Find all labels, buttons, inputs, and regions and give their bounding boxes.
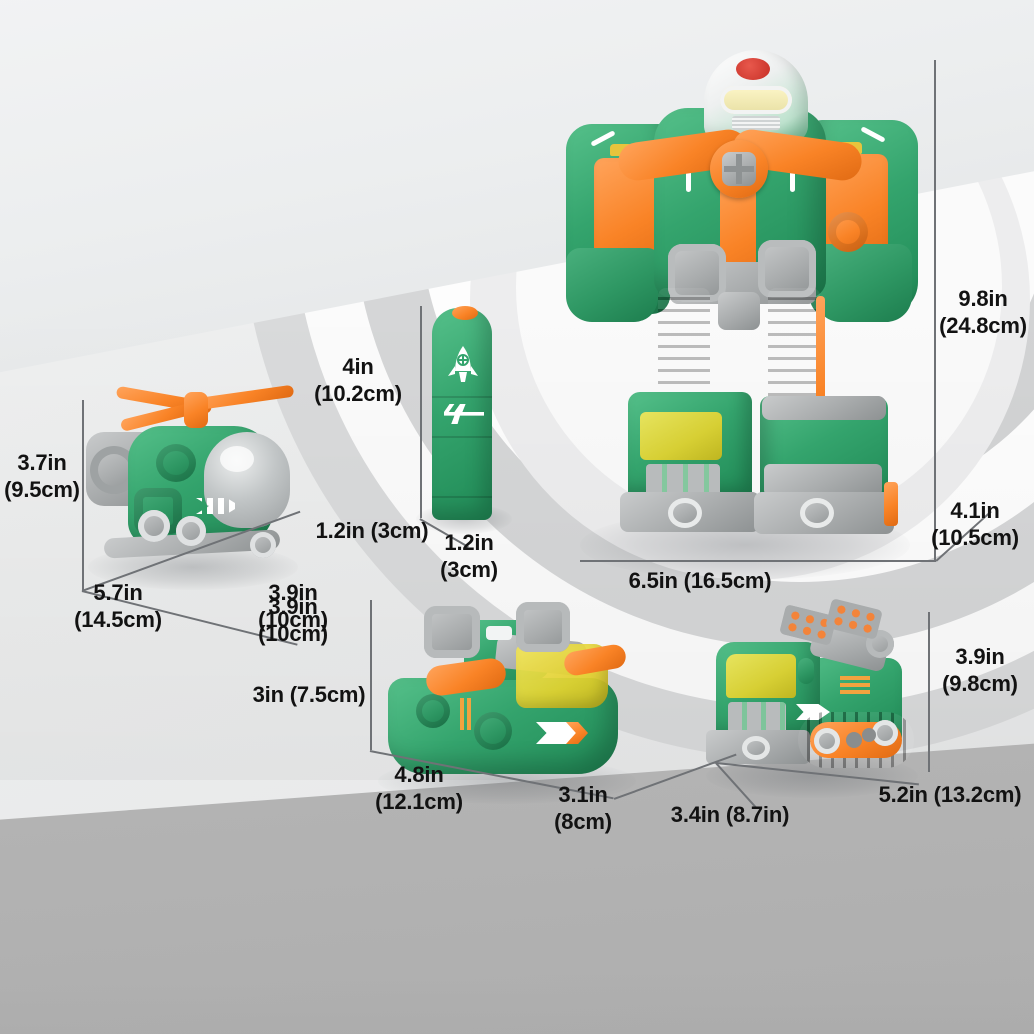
- robot-visor: [720, 86, 792, 114]
- bulldozer-track-hole-a: [846, 732, 862, 748]
- helicopter-wheel-front: [138, 510, 170, 542]
- robot-foot-left-screw: [668, 498, 702, 528]
- robot-right-nozzle: [828, 212, 868, 252]
- helicopter-wheel-rear: [176, 516, 206, 546]
- boat-hull-porthole-left: [416, 694, 450, 728]
- bulldozer-width-label: 3.4in (8.7in): [670, 802, 790, 827]
- robot-hip-joint-left: [668, 244, 726, 302]
- robot-hip-joint-right: [758, 240, 816, 298]
- bulldozer-track-wheel-rear: [872, 720, 898, 746]
- product-helicopter: [80, 384, 300, 590]
- helicopter-height-label: 3.7in (9.5cm): [4, 450, 80, 502]
- boat-upper-height-label: 3.9in (10cm): [258, 594, 328, 646]
- robot-crotch-screw: [718, 292, 760, 330]
- product-rocket-capsule: [416, 300, 512, 534]
- robot-foot-right-accent: [884, 482, 898, 526]
- robot-foot-left-window: [640, 412, 722, 460]
- boat-length-label: 4.8in (12.1cm): [375, 762, 463, 814]
- boat-fan-left: [424, 606, 480, 658]
- robot-propeller-screw-slot-h: [724, 166, 754, 172]
- bulldozer-height-label: 3.9in (9.8cm): [942, 644, 1018, 696]
- helicopter-length-label: 5.7in (14.5cm): [74, 580, 162, 632]
- robot-torso-stripe-right: [790, 162, 795, 192]
- boat-depth-label: 3.1in (8cm): [554, 782, 612, 834]
- helicopter-depth-label: 3.9in (10cm): [258, 580, 328, 632]
- robot-leg-right-accent: [816, 296, 825, 472]
- boat-als-decal-arrow: [566, 722, 588, 744]
- boat-hull-porthole-right: [474, 712, 512, 750]
- robot-height-line: [934, 60, 936, 560]
- robot-foot-right-skirt: [764, 464, 882, 496]
- rocket-height-label: 4in (10.2cm): [314, 354, 402, 406]
- helicopter-chevron-decal: [196, 498, 240, 514]
- rocket-capsule-seam-bottom: [432, 496, 492, 498]
- robot-height-label: 9.8in (24.8cm): [939, 286, 1027, 338]
- robot-torso-stripe-left: [686, 162, 691, 192]
- boat-windshield-patch: [486, 626, 512, 640]
- bulldozer-bumper-screw: [742, 736, 770, 760]
- background-floor-gradient: [0, 974, 1034, 1034]
- boat-lower-height-label: 3in (7.5cm): [252, 682, 366, 707]
- boat-fan-right: [516, 602, 570, 652]
- bulldozer-windshield: [726, 654, 796, 698]
- bulldozer-number-decal: [840, 676, 870, 694]
- rocket-capsule-seam-lower: [432, 436, 492, 438]
- robot-foot-right-screw: [800, 498, 834, 528]
- bulldozer-length-label: 5.2in (13.2cm): [878, 782, 1022, 807]
- bulldozer-als-decal: [796, 704, 830, 720]
- robot-depth-label: 4.1in (10.5cm): [931, 498, 1019, 550]
- bulldozer-side-mirror: [798, 658, 814, 684]
- helicopter-wheel-tail: [250, 532, 276, 558]
- product-robot: [560, 40, 920, 580]
- rocket-depth-label: 1.2in (3cm): [440, 530, 498, 582]
- bulldozer-track-wheel-front: [814, 728, 840, 754]
- boat-hull-vent-stripes: [460, 698, 474, 730]
- product-bulldozer: [700, 598, 920, 798]
- dozer-height-line: [928, 612, 930, 772]
- heli-height-line: [82, 400, 84, 590]
- boat-height-line: [370, 600, 372, 750]
- robot-right-hand: [816, 244, 912, 322]
- rocket-width-label: 1.2in (3cm): [315, 518, 429, 543]
- robot-mouth-grille: [732, 116, 780, 130]
- rocket-capsule-seam-upper: [432, 396, 492, 398]
- robot-foot-right-roof: [762, 396, 886, 420]
- helicopter-canopy-highlight: [220, 446, 254, 472]
- helicopter-side-port: [156, 444, 196, 482]
- rocket-icon: [448, 346, 478, 382]
- robot-left-hand: [566, 248, 658, 322]
- rocket-capsule-cap: [452, 306, 478, 320]
- helicopter-rotor-hub: [184, 392, 208, 428]
- bulldozer-track-hole-b: [862, 728, 876, 742]
- robot-width-label: 6.5in (16.5cm): [628, 568, 772, 593]
- rocket-height-line: [420, 306, 422, 518]
- robot-head-emblem: [736, 58, 770, 80]
- robot-width-line: [580, 560, 936, 562]
- product-boat: [368, 600, 638, 804]
